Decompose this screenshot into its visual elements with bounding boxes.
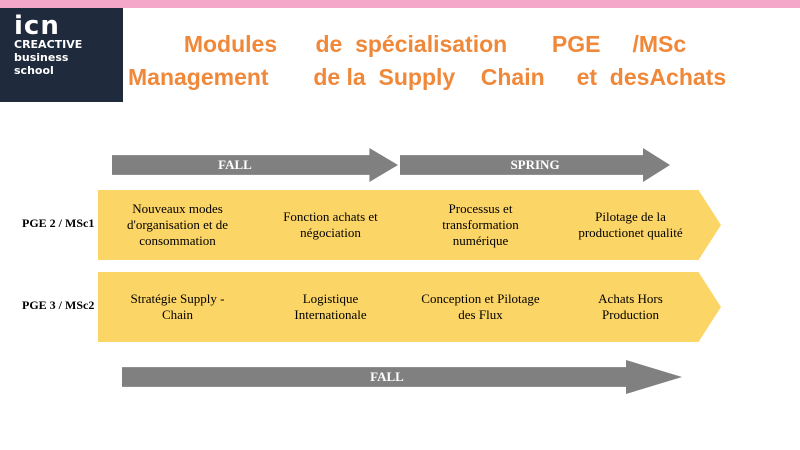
module-strategie-supply-chain: Stratégie Supply - Chain: [98, 272, 271, 342]
logo-line-school: school: [14, 64, 54, 77]
module-strategie-supply-chain-label: Stratégie Supply - Chain: [130, 291, 225, 322]
module-logistique-internationale-label: Logistique Internationale: [294, 291, 367, 322]
module-logistique-internationale: Logistique Internationale: [248, 272, 421, 342]
row-label-pge2-msc1: PGE 2 / MSc1: [22, 216, 95, 230]
module-pilotage-production-label: Pilotage de la productionet qualité: [578, 209, 683, 240]
module-nouveaux-modes: Nouveaux modes d'organisation et de cons…: [98, 190, 271, 260]
module-fonction-achats: Fonction achats et négociation: [248, 190, 421, 260]
title-line-2: Management de la Supply Chain et desAcha…: [128, 64, 727, 90]
fall-arrow-bottom: FALL: [122, 360, 682, 394]
module-nouveaux-modes-label: Nouveaux modes d'organisation et de cons…: [126, 201, 229, 248]
spring-arrow: SPRING: [400, 148, 670, 182]
module-processus-transformation: Processus et transformation numérique: [398, 190, 571, 260]
fall-arrow-top-label: FALL: [218, 157, 252, 172]
module-achats-hors-production: Achats Hors Production: [548, 272, 721, 342]
fall-arrow-bottom-label: FALL: [370, 369, 404, 384]
module-conception-pilotage-flux: Conception et Pilotage des Flux: [398, 272, 571, 342]
fall-arrow-top: FALL: [112, 148, 398, 182]
icn-logo: icn CREACTIVE business school: [0, 8, 123, 102]
logo-line-creactive: CREACTIVE: [14, 38, 83, 51]
module-fonction-achats-label: Fonction achats et négociation: [283, 209, 378, 240]
top-accent-bar: [0, 0, 800, 8]
spring-arrow-label: SPRING: [510, 157, 560, 172]
module-conception-pilotage-flux-label: Conception et Pilotage des Flux: [421, 291, 540, 322]
module-processus-transformation-label: Processus et transformation numérique: [442, 201, 519, 248]
logo-wordmark: icn: [14, 11, 60, 41]
title-line-1: Modules de spécialisation PGE /MSc: [183, 31, 687, 57]
row-label-pge3-msc2: PGE 3 / MSc2: [22, 298, 95, 312]
module-achats-hors-production-label: Achats Hors Production: [598, 291, 663, 322]
module-pilotage-production: Pilotage de la productionet qualité: [548, 190, 721, 260]
logo-line-business: business: [14, 51, 69, 64]
